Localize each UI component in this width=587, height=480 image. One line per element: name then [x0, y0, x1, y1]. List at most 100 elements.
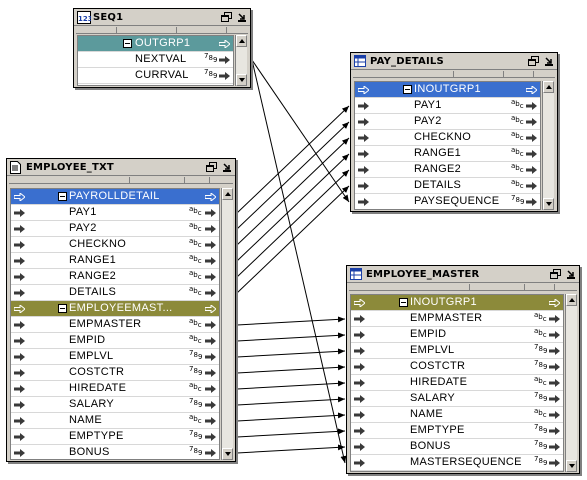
datatype-icon: abc: [511, 98, 524, 110]
employee-txt-titlebar[interactable]: EMPLOYEE_TXT: [7, 159, 235, 176]
seq1-transformation-window[interactable]: 123 SEQ1 OUTGRP1 NEXTVAL 789 CURRVAL 789: [73, 8, 251, 88]
datatype-icon: abc: [189, 317, 202, 329]
scroll-up-button[interactable]: [236, 35, 247, 47]
pay-details-title: PAY_DETAILS: [370, 55, 444, 67]
connector-line[interactable]: [236, 137, 350, 246]
connector-line[interactable]: [236, 316, 346, 326]
group-row-inoutgrp1[interactable]: INOUTGRP1: [355, 82, 540, 98]
port-arrow-out-icon: [526, 134, 537, 142]
port-arrow-in-icon: [354, 299, 365, 307]
connector-line[interactable]: [236, 169, 350, 278]
connector-line[interactable]: [236, 153, 350, 262]
scrollbar[interactable]: [542, 81, 554, 210]
collapse-icon[interactable]: [58, 304, 67, 313]
scroll-down-button[interactable]: [566, 460, 577, 472]
minimize-icon[interactable]: [220, 161, 233, 174]
collapse-icon[interactable]: [399, 298, 408, 307]
port-arrow-out-icon: [205, 289, 216, 297]
restore-icon[interactable]: [527, 55, 540, 68]
group-row-employeemast[interactable]: EMPLOYEEMAST...: [11, 301, 219, 317]
minimize-icon[interactable]: [564, 268, 577, 281]
pay-details-titlebar[interactable]: PAY_DETAILS: [351, 53, 557, 70]
connector-line[interactable]: [251, 59, 350, 203]
datatype-icon: abc: [511, 162, 524, 174]
connector-line[interactable]: [236, 105, 350, 214]
connector-line[interactable]: [236, 348, 346, 358]
connector-line[interactable]: [236, 185, 350, 294]
connector-line[interactable]: [236, 332, 346, 342]
connector-line[interactable]: [236, 364, 346, 374]
collapse-icon[interactable]: [403, 85, 412, 94]
group-row-inoutgrp1[interactable]: INOUTGRP1: [351, 295, 563, 311]
seq1-titlebar[interactable]: 123 SEQ1: [74, 9, 250, 26]
scrollbar[interactable]: [565, 294, 577, 472]
datatype-icon: 789: [534, 343, 548, 355]
group-row-outgrp1[interactable]: OUTGRP1: [78, 36, 233, 52]
scrollbar[interactable]: [235, 35, 247, 86]
restore-icon[interactable]: [205, 161, 218, 174]
connector-line[interactable]: [236, 121, 350, 230]
port-row-nextval[interactable]: NEXTVAL 789: [78, 52, 233, 68]
connector-line[interactable]: [236, 412, 346, 422]
connector-line[interactable]: [236, 444, 346, 454]
scroll-down-button[interactable]: [543, 198, 554, 210]
collapse-icon[interactable]: [123, 39, 132, 48]
scrollbar[interactable]: [221, 188, 233, 460]
minimize-icon[interactable]: [235, 11, 248, 24]
scroll-down-button[interactable]: [222, 448, 233, 460]
scroll-up-button[interactable]: [222, 188, 233, 200]
collapse-icon[interactable]: [58, 192, 67, 201]
port-arrow-out-icon: [205, 273, 216, 281]
employee-master-titlebar[interactable]: EMPLOYEE_MASTER: [347, 266, 579, 283]
connector-line[interactable]: [251, 59, 347, 464]
minimize-icon[interactable]: [542, 55, 555, 68]
restore-icon[interactable]: [220, 11, 233, 24]
connector-line[interactable]: [236, 396, 346, 406]
group-row-payrolldetail[interactable]: PAYROLLDETAIL: [11, 189, 219, 205]
scroll-up-button[interactable]: [566, 294, 577, 306]
scroll-up-button[interactable]: [543, 81, 554, 93]
scroll-down-button[interactable]: [236, 74, 247, 86]
connector-line[interactable]: [236, 428, 346, 438]
port-name: CURRVAL: [135, 69, 189, 81]
port-arrow-in-icon: [14, 385, 25, 393]
restore-icon[interactable]: [549, 268, 562, 281]
connector-line[interactable]: [236, 380, 346, 390]
port-row-currval[interactable]: CURRVAL 789: [78, 68, 233, 84]
